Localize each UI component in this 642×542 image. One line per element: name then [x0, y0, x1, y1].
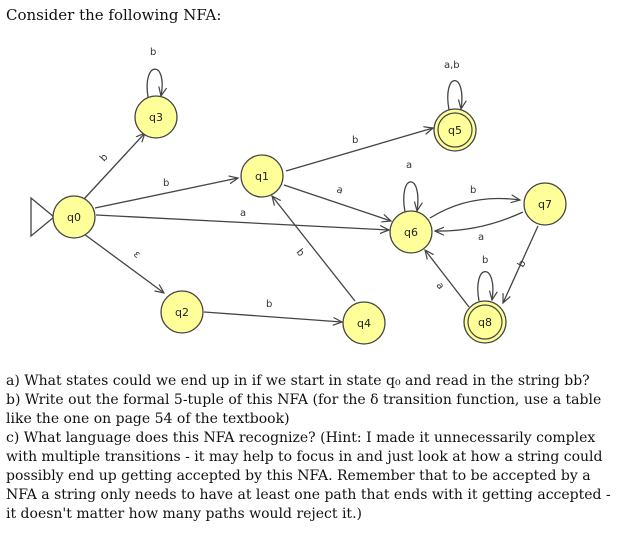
- intro-text: Consider the following NFA:: [6, 6, 222, 24]
- label-q2-q4: b: [266, 299, 272, 310]
- edge-q7-q6: [435, 211, 524, 231]
- state-label-q2: q2: [175, 306, 189, 319]
- edge-q7-q8: [503, 225, 539, 303]
- state-label-q8: q8: [478, 316, 492, 329]
- edge-q0-q1: [94, 178, 238, 209]
- questions: a) What states could we end up in if we …: [6, 372, 614, 524]
- state-label-q0: q0: [67, 211, 81, 224]
- state-label-q7: q7: [538, 198, 552, 211]
- question-b: b) Write out the formal 5-tuple of this …: [6, 392, 602, 427]
- question-c: c) What language does this NFA recognize…: [6, 430, 611, 522]
- edge-q1-q6: [283, 184, 391, 221]
- state-q4: [342, 301, 386, 345]
- label-q6-loop: a: [406, 160, 412, 171]
- state-label-q6: q6: [404, 226, 418, 239]
- edge-q6-q7: [429, 198, 520, 219]
- state-q8: [463, 300, 507, 344]
- label-q8-loop: b: [482, 255, 488, 266]
- accept-ring-q8: [467, 304, 503, 340]
- edge-q4-q1: [272, 196, 356, 302]
- state-q7: [523, 182, 567, 226]
- label-q1-q6: a: [335, 184, 344, 196]
- state-label-q4: q4: [357, 317, 371, 330]
- loop-q6: [403, 181, 418, 212]
- nfa-diagram: b a,b a b b b a ε b a b b b a b a q0 q1 …: [30, 47, 567, 345]
- label-q3-loop: b: [150, 47, 156, 58]
- state-label-q3: q3: [149, 111, 163, 124]
- state-q5: [433, 108, 477, 152]
- label-q4-q1: b: [294, 247, 307, 259]
- accept-ring-q5: [437, 112, 473, 148]
- question-a: a) What states could we end up in if we …: [6, 373, 590, 389]
- state-q2: [160, 290, 204, 334]
- label-q0-q3: b: [98, 152, 110, 164]
- state-label-q1: q1: [255, 170, 269, 183]
- start-arrow: [30, 196, 56, 238]
- edge-q0-q6: [95, 214, 389, 230]
- label-q1-q5: b: [352, 135, 358, 146]
- loop-q3: [146, 68, 162, 97]
- edge-q8-q6: [425, 250, 470, 308]
- loop-q5: [447, 80, 462, 110]
- loop-q8: [477, 271, 493, 301]
- state-q3: [134, 95, 178, 139]
- state-q6: [389, 210, 433, 254]
- edge-q2-q4: [203, 311, 342, 322]
- label-q6-q7: b: [470, 185, 476, 196]
- label-q0-q2: ε: [131, 249, 142, 261]
- label-q0-q6: a: [240, 208, 246, 219]
- edge-q0-q3: [83, 133, 145, 200]
- edge-q0-q2: [83, 233, 164, 293]
- state-q1: [240, 154, 284, 198]
- state-q0: [52, 195, 96, 239]
- label-q5-loop: a,b: [444, 60, 460, 71]
- label-q8-q6: a: [434, 280, 447, 291]
- label-q7-q6: a: [478, 232, 484, 243]
- edge-q1-q5: [285, 128, 433, 172]
- label-q7-q8: b: [516, 259, 529, 270]
- state-label-q5: q5: [448, 124, 462, 137]
- label-q0-q1: b: [163, 178, 169, 189]
